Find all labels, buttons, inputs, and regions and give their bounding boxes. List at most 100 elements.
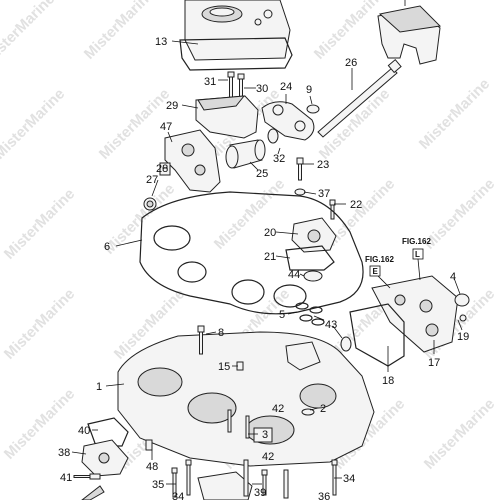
small-gasket	[285, 245, 335, 271]
bolt-head	[331, 459, 338, 466]
callout-28: 28	[156, 163, 168, 175]
bolt-shank	[298, 163, 302, 181]
watermark: MisterMarine	[81, 0, 158, 63]
bolt-head	[387, 59, 402, 74]
pump-port	[394, 294, 406, 306]
callout-25: 25	[256, 168, 268, 180]
callout-47: 47	[160, 121, 172, 133]
leader-line	[457, 319, 463, 331]
bolt-shank	[245, 415, 250, 439]
plate-hole	[294, 120, 306, 132]
callout-9: 9	[306, 84, 312, 96]
actuator	[225, 139, 266, 169]
callout-22: 22	[350, 199, 362, 211]
callout-15: 15	[218, 361, 230, 373]
callout-18: 18	[382, 375, 394, 387]
pump-gasket	[349, 303, 405, 367]
watermark: MisterMarine	[421, 395, 498, 472]
valve-housing	[164, 129, 221, 193]
leader-line	[377, 275, 391, 289]
cover-bolt	[263, 9, 273, 19]
watermark: MisterMarine	[0, 0, 58, 68]
corner-logo-icon	[81, 485, 105, 500]
crankcase-boss	[285, 341, 321, 371]
callout-42: 42	[262, 451, 274, 463]
callout-29: 29	[166, 100, 178, 112]
gasket-bore	[231, 279, 265, 305]
plate-hole	[272, 104, 284, 116]
callout-40: 40	[78, 425, 90, 437]
callout-38: 38	[58, 447, 70, 459]
leader-line	[71, 451, 87, 455]
watermark: MisterMarine	[0, 85, 68, 162]
leader-line	[151, 179, 159, 197]
bolt-head	[261, 469, 268, 476]
cover-boss-top	[209, 7, 235, 17]
fig-ref-label: FIG.162	[402, 237, 431, 246]
leader-line	[287, 311, 299, 315]
leader-line	[332, 325, 343, 339]
bolt-shank	[227, 409, 232, 433]
bracket-block	[377, 0, 442, 65]
leader-line	[181, 104, 199, 109]
watermark: MisterMarine	[421, 175, 498, 252]
callout-8: 8	[218, 327, 224, 339]
bore	[187, 392, 237, 424]
callout-48: 48	[146, 461, 158, 473]
nut-hole	[146, 200, 154, 208]
callout-42: 42	[272, 403, 284, 415]
bolt-head	[227, 71, 235, 78]
leader-lines	[71, 40, 463, 485]
top-cover-gasket	[179, 37, 293, 71]
callout-6: 6	[104, 241, 110, 253]
crankcase	[117, 331, 375, 467]
actuator-end	[225, 145, 239, 169]
callout-41: 41	[60, 472, 72, 484]
o-ring	[303, 270, 323, 282]
leader-line	[171, 40, 199, 45]
valve-port	[194, 164, 206, 176]
bore	[137, 367, 183, 397]
o-ring	[267, 128, 279, 144]
callout-35: 35	[152, 479, 164, 491]
valve-plug	[159, 162, 171, 176]
fig-ref-label: FIG.162	[365, 255, 394, 264]
bolt-shank	[243, 459, 249, 497]
fig-ref-letter: L	[415, 250, 420, 259]
leader-line	[115, 239, 143, 247]
washer	[459, 314, 467, 322]
large-gasket	[139, 191, 364, 315]
leader-line	[309, 95, 313, 105]
leader-line	[205, 331, 217, 335]
callouts: 13 31 30 24 9 26 29 47 28 27 25 32 23 37…	[58, 36, 469, 500]
callout-5: 5	[279, 309, 285, 321]
leader-line	[277, 147, 281, 155]
cap	[454, 293, 470, 307]
o-ring	[340, 336, 352, 352]
callout-21: 21	[264, 251, 276, 263]
bolt-head	[296, 157, 304, 165]
leader-line	[275, 231, 299, 235]
bolt-shaft	[317, 67, 398, 138]
callout-39: 39	[254, 487, 266, 499]
callout-34: 34	[343, 473, 355, 485]
leader-line	[167, 131, 173, 143]
watermark: MisterMarine	[311, 0, 388, 63]
leader-line	[313, 315, 325, 321]
bracket-29	[195, 95, 259, 139]
bolt-shank	[283, 469, 289, 499]
pump-port	[425, 323, 439, 337]
washer	[301, 408, 315, 416]
washer	[306, 104, 320, 114]
bolt-head	[197, 325, 205, 333]
bore	[299, 383, 337, 409]
bolt-shank	[186, 464, 191, 496]
fig-ref-box	[369, 265, 381, 277]
fig-ref-letter: E	[373, 267, 379, 276]
long-bolt	[317, 59, 402, 138]
callout-27: 27	[146, 174, 158, 186]
leader-line	[309, 407, 319, 411]
callout-20: 20	[264, 227, 276, 239]
